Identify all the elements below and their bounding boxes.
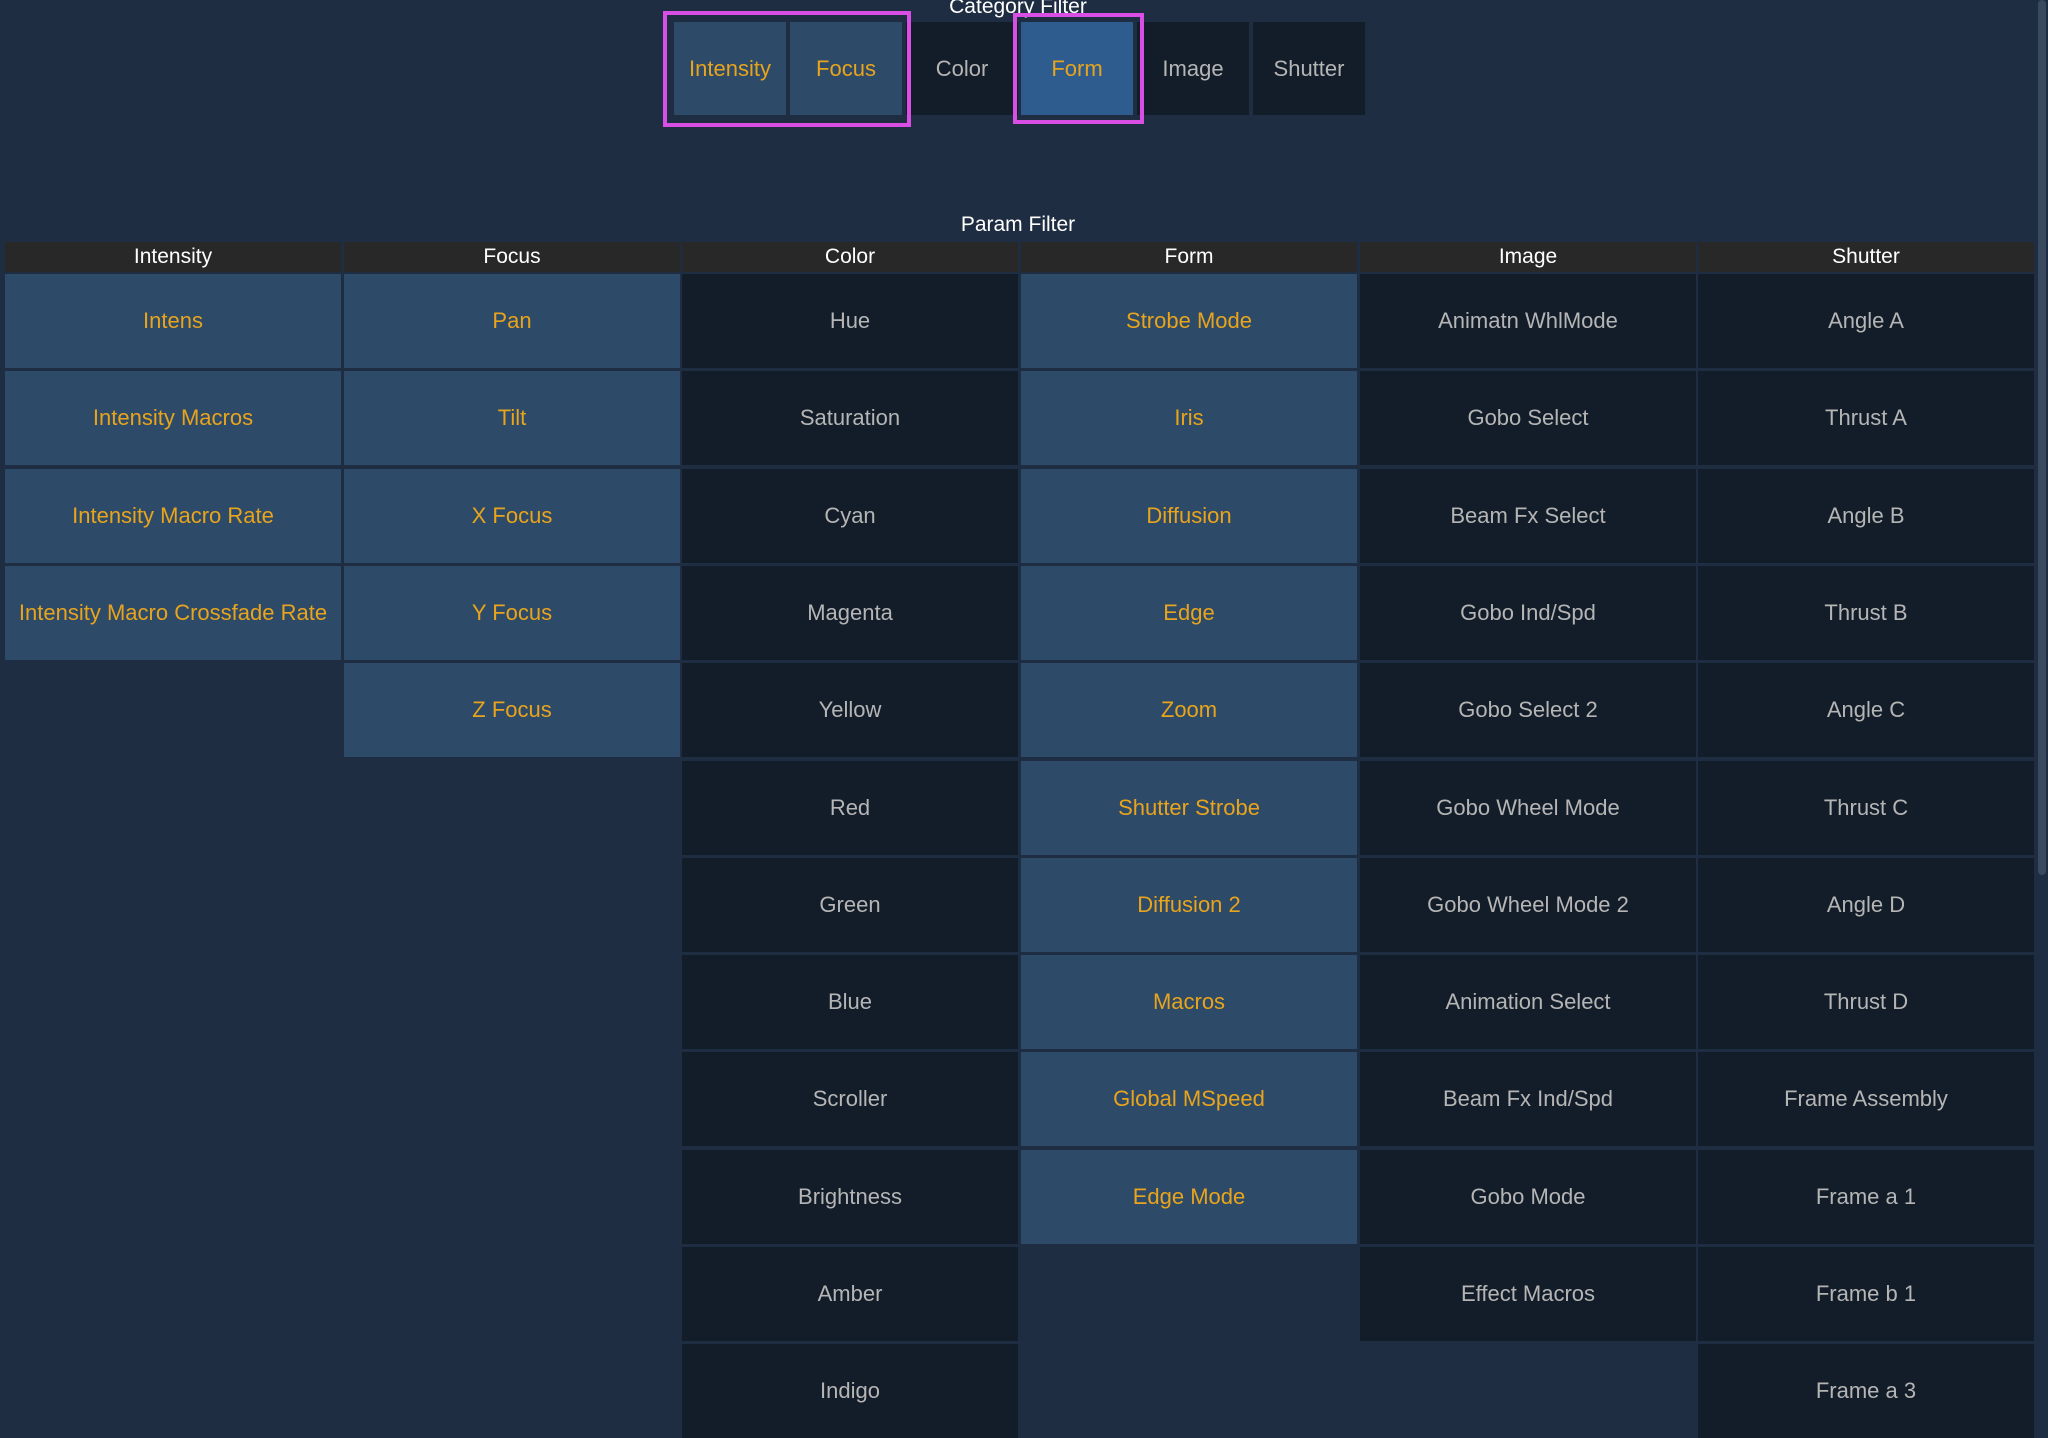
param-cell[interactable]: Intensity Macros bbox=[5, 371, 341, 465]
scrollbar-thumb[interactable] bbox=[2038, 0, 2046, 875]
category-focus-button[interactable]: Focus bbox=[790, 22, 902, 115]
param-cell[interactable]: Animation Select bbox=[1360, 955, 1696, 1049]
param-cell[interactable]: Tilt bbox=[344, 371, 680, 465]
param-cell[interactable]: Intens bbox=[5, 274, 341, 368]
param-cell[interactable]: Red bbox=[682, 761, 1018, 855]
param-filter-title: Param Filter bbox=[960, 213, 1076, 236]
param-cell[interactable]: Gobo Ind/Spd bbox=[1360, 566, 1696, 660]
param-cell[interactable]: Gobo Wheel Mode 2 bbox=[1360, 858, 1696, 952]
param-cell[interactable]: Indigo bbox=[682, 1344, 1018, 1438]
param-cell[interactable]: Edge bbox=[1021, 566, 1357, 660]
param-cell[interactable]: Green bbox=[682, 858, 1018, 952]
param-cell[interactable]: Global MSpeed bbox=[1021, 1052, 1357, 1146]
param-cell[interactable]: Thrust A bbox=[1698, 371, 2034, 465]
param-cell[interactable]: Blue bbox=[682, 955, 1018, 1049]
column-header-color: Color bbox=[682, 242, 1018, 272]
param-cell[interactable]: Frame b 1 bbox=[1698, 1247, 2034, 1341]
param-cell[interactable]: Thrust C bbox=[1698, 761, 2034, 855]
param-cell[interactable]: Animatn WhlMode bbox=[1360, 274, 1696, 368]
param-cell[interactable]: Magenta bbox=[682, 566, 1018, 660]
param-cell[interactable]: Intensity Macro Crossfade Rate bbox=[5, 566, 341, 660]
param-cell[interactable]: Y Focus bbox=[344, 566, 680, 660]
param-cell[interactable]: Angle D bbox=[1698, 858, 2034, 952]
param-cell[interactable]: Strobe Mode bbox=[1021, 274, 1357, 368]
param-cell[interactable]: Angle B bbox=[1698, 469, 2034, 563]
param-cell[interactable]: Angle C bbox=[1698, 663, 2034, 757]
category-shutter-button[interactable]: Shutter bbox=[1253, 22, 1365, 115]
param-cell[interactable]: Scroller bbox=[682, 1052, 1018, 1146]
param-cell[interactable]: Diffusion bbox=[1021, 469, 1357, 563]
param-cell[interactable]: Iris bbox=[1021, 371, 1357, 465]
param-cell[interactable]: Yellow bbox=[682, 663, 1018, 757]
param-cell[interactable]: Frame Assembly bbox=[1698, 1052, 2034, 1146]
param-cell[interactable]: Zoom bbox=[1021, 663, 1357, 757]
param-cell[interactable]: Pan bbox=[344, 274, 680, 368]
category-color-button[interactable]: Color bbox=[906, 22, 1018, 115]
category-filter-title: Category Filter bbox=[949, 0, 1087, 18]
param-cell[interactable]: Intensity Macro Rate bbox=[5, 469, 341, 563]
column-header-intensity: Intensity bbox=[5, 242, 341, 272]
param-cell[interactable]: Edge Mode bbox=[1021, 1150, 1357, 1244]
column-header-image: Image bbox=[1360, 242, 1696, 272]
param-cell[interactable]: Frame a 1 bbox=[1698, 1150, 2034, 1244]
param-cell[interactable]: Macros bbox=[1021, 955, 1357, 1049]
param-cell[interactable]: Gobo Wheel Mode bbox=[1360, 761, 1696, 855]
param-cell[interactable]: Saturation bbox=[682, 371, 1018, 465]
column-header-focus: Focus bbox=[344, 242, 680, 272]
param-cell[interactable]: Thrust D bbox=[1698, 955, 2034, 1049]
column-header-form: Form bbox=[1021, 242, 1357, 272]
category-image-button[interactable]: Image bbox=[1137, 22, 1249, 115]
param-cell[interactable]: Cyan bbox=[682, 469, 1018, 563]
param-cell[interactable]: Gobo Select 2 bbox=[1360, 663, 1696, 757]
param-cell[interactable]: Angle A bbox=[1698, 274, 2034, 368]
param-cell[interactable]: Amber bbox=[682, 1247, 1018, 1341]
param-cell[interactable]: Frame a 3 bbox=[1698, 1344, 2034, 1438]
param-cell[interactable]: Gobo Mode bbox=[1360, 1150, 1696, 1244]
param-cell[interactable]: Beam Fx Select bbox=[1360, 469, 1696, 563]
param-cell[interactable]: Thrust B bbox=[1698, 566, 2034, 660]
category-form-button[interactable]: Form bbox=[1021, 22, 1133, 115]
param-cell[interactable]: X Focus bbox=[344, 469, 680, 563]
param-cell[interactable]: Brightness bbox=[682, 1150, 1018, 1244]
param-cell[interactable]: Z Focus bbox=[344, 663, 680, 757]
param-cell[interactable]: Effect Macros bbox=[1360, 1247, 1696, 1341]
param-cell[interactable]: Hue bbox=[682, 274, 1018, 368]
param-cell[interactable]: Shutter Strobe bbox=[1021, 761, 1357, 855]
param-cell[interactable]: Gobo Select bbox=[1360, 371, 1696, 465]
param-cell[interactable]: Diffusion 2 bbox=[1021, 858, 1357, 952]
column-header-shutter: Shutter bbox=[1698, 242, 2034, 272]
category-intensity-button[interactable]: Intensity bbox=[674, 22, 786, 115]
param-cell[interactable]: Beam Fx Ind/Spd bbox=[1360, 1052, 1696, 1146]
